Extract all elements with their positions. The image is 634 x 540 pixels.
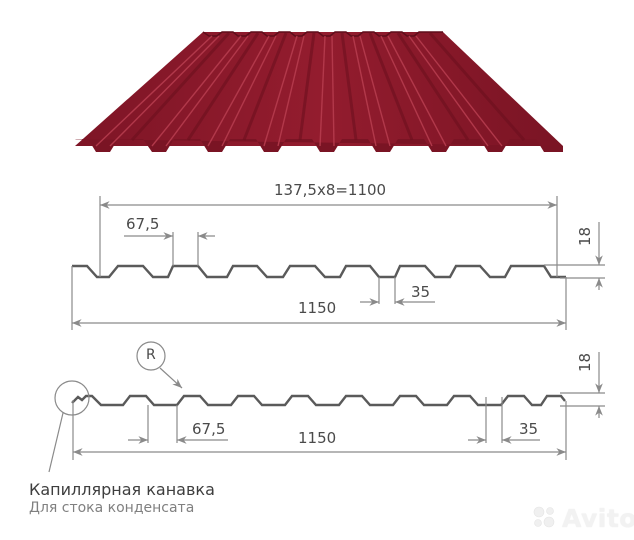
profile-drawing-top [71, 196, 605, 330]
radius-callout-circle [136, 341, 166, 371]
rib-bottom-width-label: 35 [519, 420, 539, 438]
capillary-groove-circle [54, 380, 90, 416]
corrugated-sheet-3d [75, 31, 563, 152]
capillary-groove-title: Капиллярная канавка [29, 480, 215, 499]
profile-line-bottom [71, 394, 566, 407]
total-width-label: 1150 [298, 299, 337, 317]
avito-logo-icon [533, 506, 555, 528]
profile-drawing-bottom [48, 341, 605, 473]
rib-top-width-label: 67,5 [126, 215, 160, 233]
pitch-dimension-label: 137,5x8=1100 [274, 181, 387, 199]
total-width-label: 1150 [298, 429, 337, 447]
rib-top-width-label: 67,5 [192, 420, 226, 438]
radius-label: R [146, 347, 156, 363]
profile-line-top [72, 264, 566, 279]
watermark-text: Avito [562, 504, 634, 533]
rib-bottom-width-label: 35 [411, 283, 431, 301]
profile-height-label: 18 [576, 352, 594, 372]
capillary-groove-subtitle: Для стока конденсата [29, 500, 195, 516]
profile-height-label: 18 [576, 226, 594, 246]
